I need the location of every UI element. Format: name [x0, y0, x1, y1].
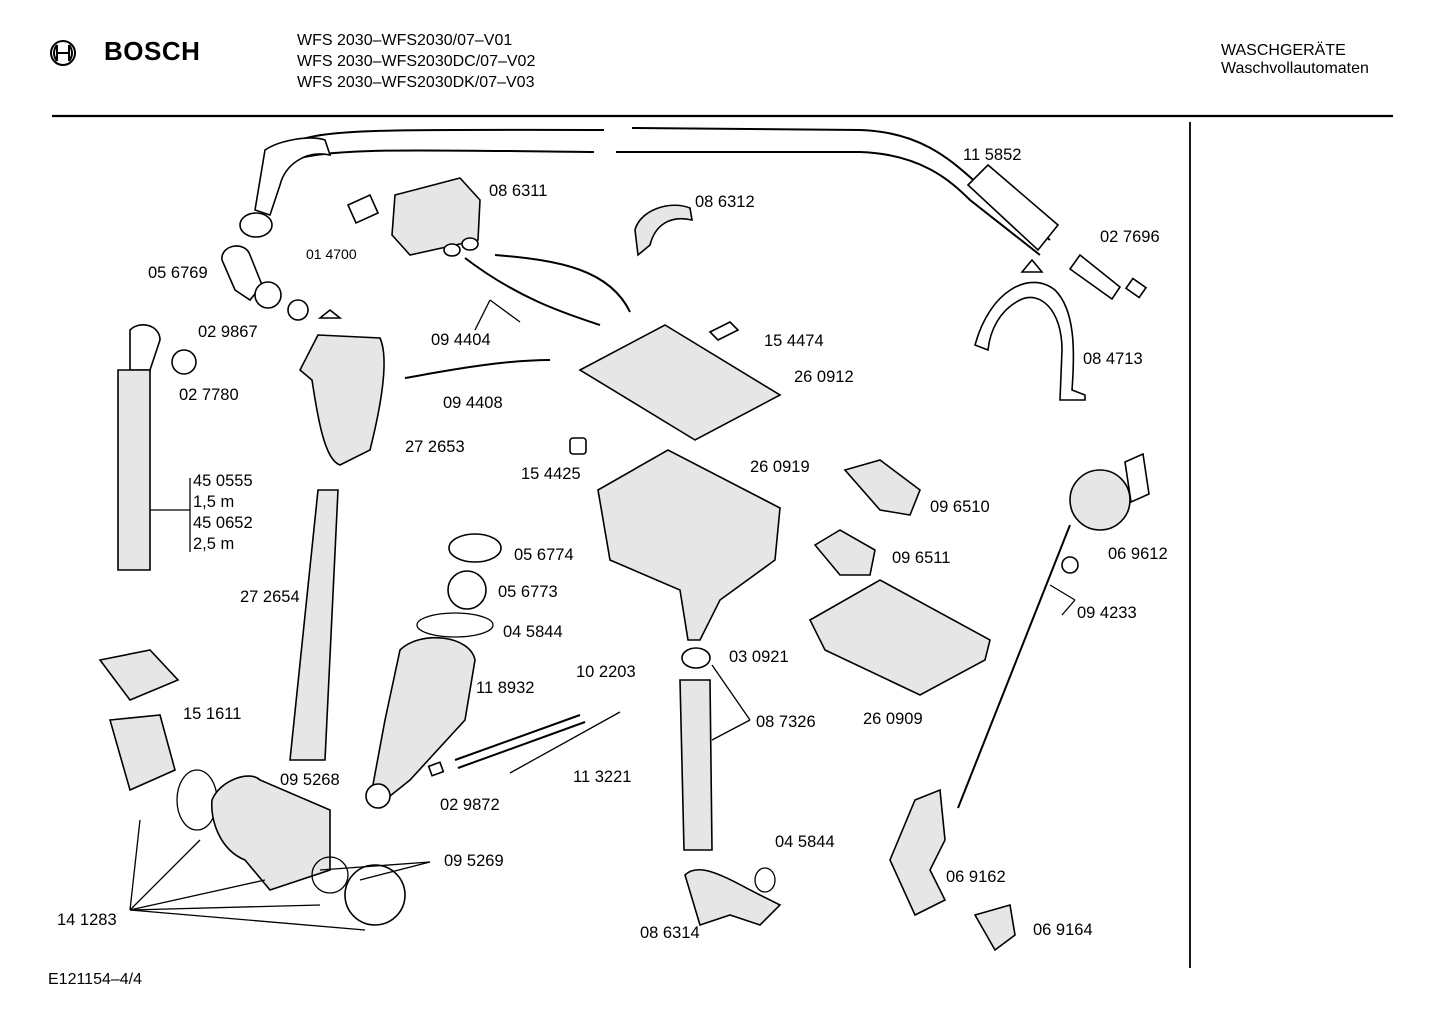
part-label: 02 9867: [198, 323, 258, 341]
part-label: 26 0909: [863, 710, 923, 728]
part-label: 10 2203: [576, 663, 636, 681]
brand-name: BOSCH: [104, 36, 201, 66]
bosch-logo: BOSCH: [48, 36, 208, 70]
part-label: 14 1283: [57, 911, 117, 929]
part-label: 1,5 m: [193, 493, 235, 511]
drawing-id: E121154–4/4: [48, 971, 143, 988]
part-label: 11 3221: [573, 768, 632, 786]
category-title: WASCHGERÄTE: [1221, 42, 1346, 59]
part-label: 05 6774: [514, 546, 574, 564]
part-label: 08 6314: [640, 924, 700, 942]
part-label: 08 6311: [489, 182, 548, 200]
part-label: 27 2654: [240, 588, 300, 606]
part-label: 06 9612: [1108, 545, 1168, 563]
bosch-armature-icon: [50, 40, 76, 66]
part-label: 15 4425: [521, 465, 581, 483]
part-label: 09 4233: [1077, 604, 1137, 622]
part-label: 08 4713: [1083, 350, 1143, 368]
part-label: 09 6510: [930, 498, 990, 516]
part-label: 27 2653: [405, 438, 465, 456]
model-line-1: WFS 2030–WFS2030/07–V01: [297, 32, 513, 49]
part-label: 02 9872: [440, 796, 500, 814]
part-label: 05 6769: [148, 264, 208, 282]
model-line-3: WFS 2030–WFS2030DK/07–V03: [297, 74, 535, 91]
part-label: 09 6511: [892, 549, 951, 567]
part-label: 04 5844: [503, 623, 563, 641]
part-label: 11 5852: [963, 146, 1022, 164]
subcategory-title: Waschvollautomaten: [1221, 60, 1369, 77]
part-label: 26 0912: [794, 368, 854, 386]
part-label: 06 9162: [946, 868, 1006, 886]
part-label: 09 4404: [431, 331, 491, 349]
model-line-2: WFS 2030–WFS2030DC/07–V02: [297, 53, 536, 70]
part-label: 15 4474: [764, 332, 824, 350]
part-label: 02 7696: [1100, 228, 1160, 246]
part-label: 26 0919: [750, 458, 810, 476]
part-label: 15 1611: [183, 705, 242, 723]
part-label: 45 0555: [193, 472, 253, 490]
part-label: 09 4408: [443, 394, 503, 412]
part-label: 08 6312: [695, 193, 755, 211]
part-label: 2,5 m: [193, 535, 235, 553]
part-label: 04 5844: [775, 833, 835, 851]
part-label: 06 9164: [1033, 921, 1093, 939]
part-label: 02 7780: [179, 386, 239, 404]
part-label: 09 5268: [280, 771, 340, 789]
part-label: 01 4700: [306, 246, 357, 262]
part-label: 08 7326: [756, 713, 816, 731]
part-label: 45 0652: [193, 514, 253, 532]
part-label: 03 0921: [729, 648, 789, 666]
part-label: 11 8932: [476, 679, 535, 697]
part-label: 05 6773: [498, 583, 558, 601]
part-label: 09 5269: [444, 852, 504, 870]
